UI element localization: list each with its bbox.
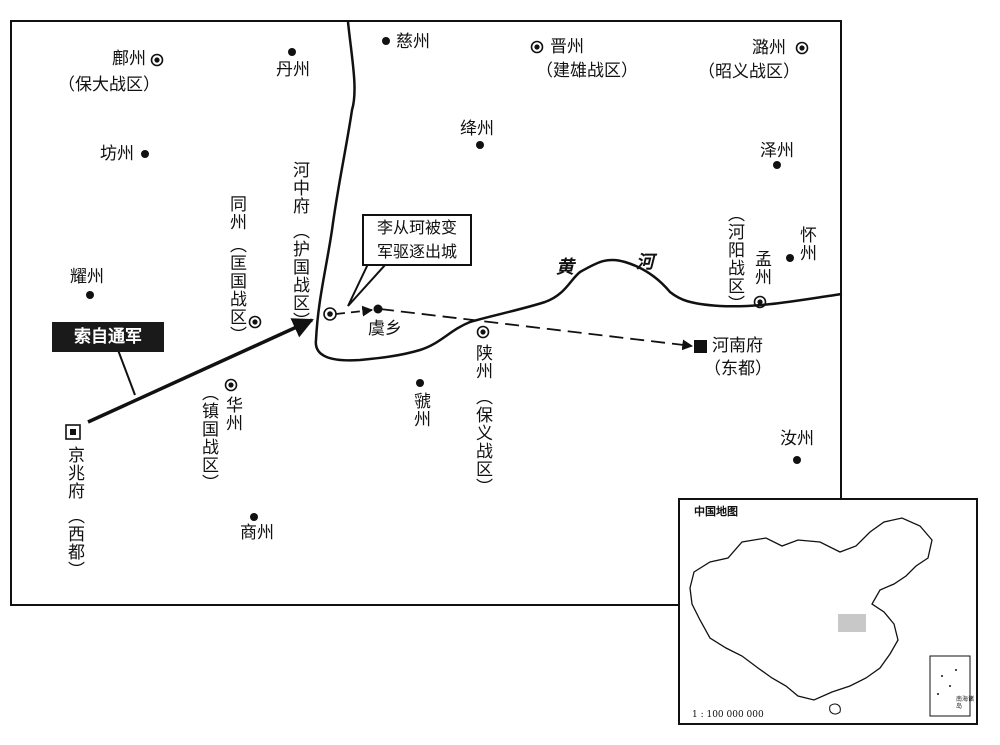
place-yuxiang: 虞乡 <box>368 319 402 339</box>
dot-icon <box>793 456 801 464</box>
place-jiangzhou: 绛州 <box>460 119 494 139</box>
place-fangzhou: 坊州 <box>100 144 134 164</box>
place-mengzhou: 孟州 <box>751 250 771 286</box>
circled-dot-icon <box>224 378 238 392</box>
place-guozhou: 虢州 <box>410 392 430 428</box>
dot-icon <box>416 379 424 387</box>
place-jingzhaofu: 京兆府 <box>64 446 84 500</box>
circled-dot-icon <box>248 315 262 329</box>
place-zhaoyi: （昭义战区） <box>698 62 800 82</box>
dot-icon <box>86 291 94 299</box>
place-shanzhou: 陕州 <box>472 344 492 380</box>
army-route <box>87 318 314 424</box>
place-zhenguo: （镇国战区） <box>198 384 218 492</box>
place-jianxiong: （建雄战区） <box>536 61 638 81</box>
flight-route-1 <box>335 305 374 317</box>
place-yaozhou: 耀州 <box>70 267 104 287</box>
city-markers <box>86 37 801 521</box>
place-ruzhou: 汝州 <box>780 429 814 449</box>
dot-icon <box>141 150 149 158</box>
place-dongdu: （东都） <box>704 359 772 379</box>
china-outline <box>689 517 971 717</box>
south-china-sea-box <box>929 655 971 717</box>
place-huguo: （护国战区） <box>289 222 309 330</box>
place-henanfu: 河南府 <box>712 336 763 356</box>
inset-title: 中国地图 <box>694 505 738 518</box>
place-luzhou: 潞州 <box>752 38 786 58</box>
event-callout-tail <box>347 263 387 307</box>
dot-icon <box>373 304 383 314</box>
place-xidu: （西都） <box>64 507 84 579</box>
river-boundary <box>314 21 843 362</box>
place-tongzhou: 同州 <box>226 195 246 231</box>
region-highlight <box>838 614 866 632</box>
place-baoyi: （保义战区） <box>472 388 492 496</box>
place-cizhou: 慈州 <box>396 32 430 52</box>
event-line-2: 军驱逐出城 <box>376 242 457 261</box>
dot-icon <box>288 48 296 56</box>
circled-dot-icon <box>795 41 809 55</box>
place-zezhou: 泽州 <box>760 141 794 161</box>
prefecture-markers <box>150 40 809 392</box>
boxed-square-icon <box>65 424 81 440</box>
place-jinzhou: 晋州 <box>550 37 584 57</box>
place-kuangguo: （匡国战区） <box>226 236 246 344</box>
dot-icon <box>476 141 484 149</box>
army-label: 索自通军 <box>52 322 164 352</box>
dot-icon <box>382 37 390 45</box>
circled-dot-icon <box>753 295 767 309</box>
army-label-pointer <box>117 349 136 396</box>
dot-icon <box>786 254 794 262</box>
filled-square-icon <box>694 340 707 353</box>
place-hezhongfu: 河中府 <box>289 161 309 215</box>
circled-dot-icon <box>476 325 490 339</box>
event-line-1: 李从珂被变 <box>376 218 457 237</box>
inset-islands-label: 南海诸岛 <box>956 696 975 710</box>
event-callout: 李从珂被变 军驱逐出城 <box>362 214 472 266</box>
dot-icon <box>250 513 258 521</box>
river-label-huang: 黄 <box>556 257 574 278</box>
place-danzhou: 丹州 <box>276 60 310 80</box>
place-shangzhou: 商州 <box>240 523 274 543</box>
dot-icon <box>773 161 781 169</box>
place-huazhou: 华州 <box>222 396 242 432</box>
circled-dot-icon <box>323 307 337 321</box>
inset-scale: 1 : 100 000 000 <box>692 710 764 720</box>
place-huaizhou: 怀州 <box>796 226 816 262</box>
circled-dot-icon <box>530 40 544 54</box>
place-heyang: （河阳战区） <box>724 205 744 313</box>
river-label-he: 河 <box>636 252 654 273</box>
inset-map: 中国地图 1 : 100 000 000 南海诸岛 <box>678 498 978 725</box>
place-fuzhou: 鄜州 <box>112 49 146 69</box>
flight-route-2 <box>379 308 694 351</box>
place-baoda: （保大战区） <box>58 75 160 95</box>
circled-dot-icon <box>150 53 164 67</box>
